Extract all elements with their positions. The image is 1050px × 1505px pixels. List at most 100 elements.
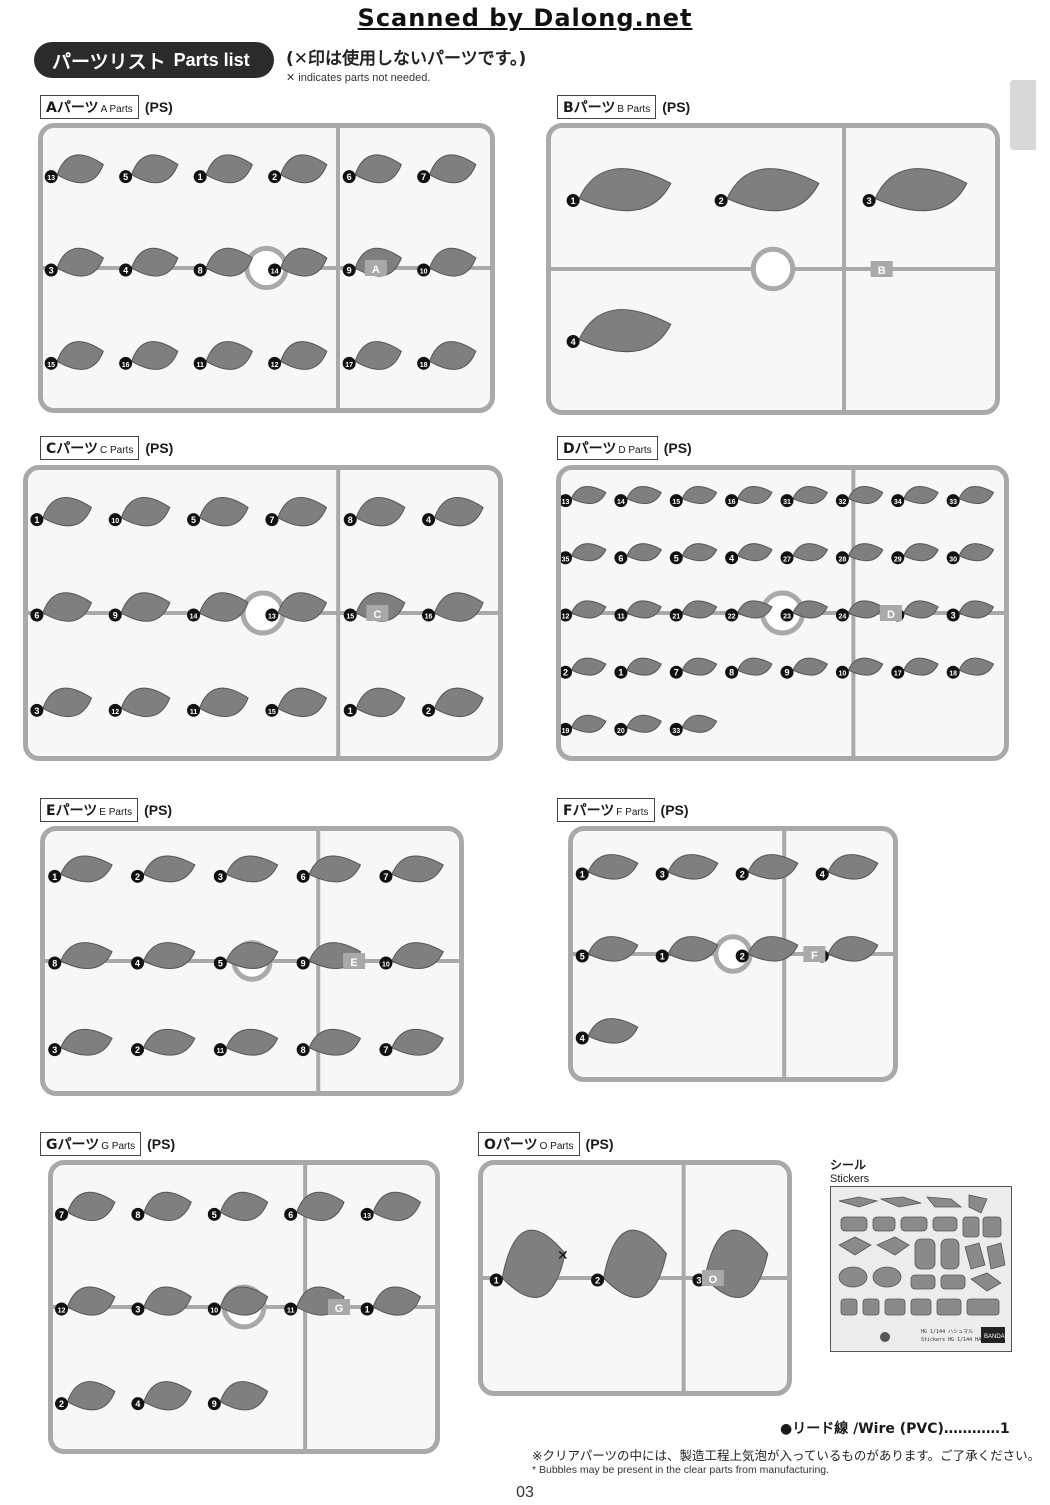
part-shape	[296, 1191, 345, 1221]
part-number: 5	[580, 952, 585, 962]
part-number: 28	[838, 556, 846, 563]
material: (PS)	[145, 440, 174, 456]
part-shape	[205, 154, 253, 184]
part-shape	[903, 486, 939, 505]
part-shape	[120, 497, 171, 527]
part-number-badge	[48, 956, 62, 970]
part-number: 6	[34, 611, 39, 621]
part-number-badge	[735, 949, 749, 963]
part-shape	[747, 936, 799, 962]
part-number-badge	[131, 1043, 145, 1057]
part-shape	[626, 657, 662, 676]
part-number-badge	[566, 335, 580, 348]
part-shape	[142, 1028, 196, 1056]
part-number: 6	[288, 1210, 293, 1220]
part-shape	[958, 543, 995, 562]
part-number: 11	[190, 709, 198, 716]
part-shape	[56, 247, 104, 277]
part-shape	[847, 657, 884, 676]
runner-tag	[328, 1299, 351, 1315]
part-number: 2	[719, 196, 724, 206]
part-shape	[570, 486, 607, 505]
part-shape	[792, 543, 829, 562]
part-shape	[958, 600, 995, 619]
part-shape	[131, 154, 179, 184]
part-number: 9	[113, 611, 118, 621]
part-number: 1	[52, 872, 57, 882]
part-number-badge	[561, 608, 573, 622]
part-shape	[42, 687, 93, 717]
stickers-jp: シール	[830, 1158, 867, 1172]
part-number-badge	[575, 949, 589, 963]
part-number-badge	[360, 1302, 374, 1316]
runner-tag	[879, 605, 902, 621]
runner-f-art: 132451234F	[573, 831, 893, 1077]
part-shape	[56, 341, 104, 370]
part-number-badge	[207, 1207, 221, 1221]
runner-tag	[701, 1270, 724, 1286]
part-number: 34	[894, 499, 902, 506]
part-shape	[587, 854, 639, 880]
title-en: Parts list	[173, 49, 250, 70]
part-number-badge	[561, 551, 573, 565]
part-number: 5	[191, 515, 196, 525]
bubbles-note-jp: ※クリアパーツの中には、製造工程上気泡が入っているものがあります。ご了承ください…	[532, 1448, 1041, 1463]
label-en: B Parts	[617, 104, 651, 115]
part-number: 14	[271, 269, 279, 276]
part-number: 7	[269, 515, 274, 525]
part-shape	[626, 714, 662, 733]
sticker-sheet-art: HG 1/144 ハシュマル Stickers HG 1/144 HASHMAL…	[838, 1194, 1007, 1343]
part-number: 16	[425, 614, 433, 621]
part-shape	[143, 1191, 192, 1221]
part-number: 23	[783, 614, 791, 621]
part-shape	[603, 1229, 667, 1298]
part-shape	[120, 687, 171, 717]
part-number-badge	[213, 1043, 227, 1057]
label-jp: Fパーツ	[563, 803, 615, 819]
part-number-badge	[296, 869, 310, 883]
part-number-badge	[131, 869, 145, 883]
part-number: 7	[421, 172, 426, 182]
part-shape	[827, 936, 879, 962]
part-number-badge	[284, 1207, 298, 1221]
part-number: 1	[365, 1305, 370, 1315]
svg-text:HG 1/144 ハシュマル: HG 1/144 ハシュマル	[921, 1329, 973, 1335]
part-shape	[198, 497, 249, 527]
part-shape	[355, 687, 406, 717]
part-shape	[277, 687, 328, 717]
part-number: 3	[867, 196, 872, 206]
part-number: 8	[301, 1045, 306, 1055]
part-shape	[354, 341, 402, 370]
part-number: 9	[785, 668, 790, 678]
part-shape	[747, 854, 799, 880]
part-shape	[308, 855, 362, 883]
part-number-badge	[44, 263, 58, 277]
part-shape	[205, 341, 253, 370]
part-number: 4	[135, 1399, 140, 1409]
part-number-badge	[284, 1302, 298, 1316]
part-shape	[219, 1191, 269, 1221]
part-number: 2	[563, 668, 568, 678]
part-number: 8	[198, 266, 203, 276]
part-shape	[681, 657, 718, 676]
part-number-badge	[119, 263, 133, 277]
part-shape	[681, 714, 718, 733]
part-number: 2	[135, 872, 140, 882]
part-number: 6	[618, 553, 623, 563]
part-number-badge	[379, 956, 393, 970]
part-shape	[142, 942, 196, 969]
part-shape	[570, 600, 607, 619]
part-number: 6	[347, 172, 352, 182]
part-number: 4	[729, 553, 734, 563]
bubbles-note-en: * Bubbles may be present in the clear pa…	[532, 1464, 830, 1476]
part-number-badge	[265, 513, 279, 527]
sticker-sheet: HG 1/144 ハシュマル Stickers HG 1/144 HASHMAL…	[830, 1186, 1012, 1352]
part-shape	[198, 687, 249, 717]
part-shape	[578, 168, 672, 212]
part-number: 7	[674, 668, 679, 678]
